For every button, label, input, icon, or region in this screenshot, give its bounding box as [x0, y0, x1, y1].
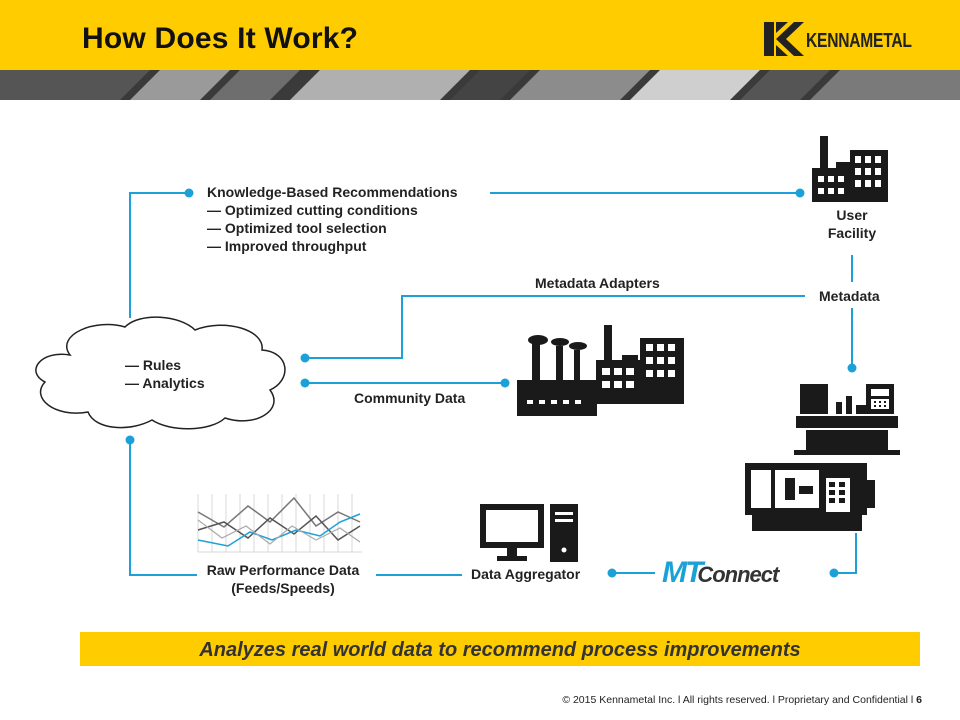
recommendation-item: — Improved throughput: [207, 238, 367, 254]
user-facility-line: Facility: [827, 225, 877, 241]
kennametal-k-icon: [764, 22, 804, 56]
cloud-shape: [35, 316, 286, 430]
mtconnect-logo: MTConnect: [662, 556, 779, 589]
community-factories-icon: [517, 325, 684, 416]
computer-icon: [480, 504, 578, 562]
factory-icon: [812, 136, 888, 202]
footer-copyright: © 2015 Kennametal Inc. l All rights rese…: [562, 694, 917, 706]
cloud-text: — Rules — Analytics: [125, 356, 205, 392]
connector-dot: [500, 378, 510, 388]
connector-dot: [847, 363, 857, 373]
performance-chart-icon: [197, 494, 362, 553]
cloud-item-rules: — Rules: [125, 357, 182, 373]
connector-dot: [125, 435, 135, 445]
connector-cloud-to-recommendations: [129, 192, 189, 318]
community-data-label: Community Data: [354, 390, 466, 406]
connector-dot: [795, 188, 805, 198]
connector-dot: [184, 188, 194, 198]
brand-name: KENNAMETAL: [806, 30, 912, 52]
cnc-enclosure-icon: [745, 463, 875, 531]
cloud-item-analytics: — Analytics: [125, 375, 205, 391]
metadata-label: Metadata: [819, 288, 880, 304]
raw-performance-line: Raw Performance Data: [206, 562, 360, 578]
connector-raw-to-cloud: [129, 440, 197, 576]
mtconnect-mt: MT: [662, 556, 703, 589]
recommendation-item: — Optimized tool selection: [207, 220, 387, 236]
raw-performance-line: (Feeds/Speeds): [231, 580, 335, 596]
user-facility-line: User: [836, 207, 868, 223]
summary-banner: Analyzes real world data to recommend pr…: [80, 632, 920, 666]
page-number: 6: [916, 694, 922, 706]
summary-banner-text: Analyzes real world data to recommend pr…: [199, 639, 801, 661]
header-bar: How Does It Work? KENNAMETAL: [0, 0, 960, 70]
mtconnect-connect: Connect: [697, 562, 779, 587]
footer: © 2015 Kennametal Inc. l All rights rese…: [562, 694, 922, 706]
connector-dot: [607, 568, 617, 578]
raw-performance-label: Raw Performance Data (Feeds/Speeds): [196, 561, 370, 597]
user-facility-label: User Facility: [818, 206, 886, 242]
cnc-lathe-icon: [794, 384, 900, 455]
metadata-adapters-label: Metadata Adapters: [535, 275, 660, 291]
connector-dot: [829, 568, 839, 578]
connector-metadata-to-cloud: [305, 295, 805, 359]
recommendations-heading: Knowledge-Based Recommendations: [207, 184, 458, 200]
data-aggregator-label: Data Aggregator: [471, 566, 581, 582]
connector-dot: [300, 378, 310, 388]
recommendations-block: Knowledge-Based Recommendations — Optimi…: [207, 183, 458, 255]
page-title: How Does It Work?: [82, 22, 359, 55]
kennametal-logo: KENNAMETAL: [764, 22, 940, 56]
stripe-band: [0, 70, 960, 100]
recommendation-item: — Optimized cutting conditions: [207, 202, 418, 218]
connector-dot: [300, 353, 310, 363]
connector-machine-to-mtconnect: [834, 533, 857, 574]
